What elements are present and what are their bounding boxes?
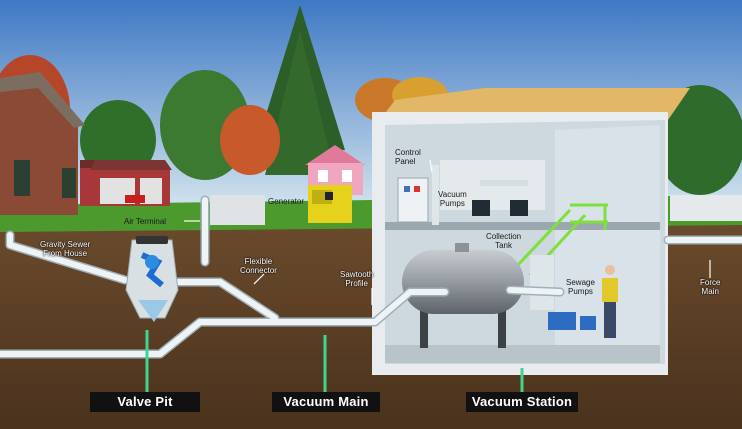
pipe-network: [0, 195, 742, 359]
gravity-sewer-label: Gravity Sewer From House: [40, 240, 90, 258]
gravity-sewer-line-2: From House: [43, 249, 88, 258]
house: [0, 72, 85, 215]
flexible-connector-label: Flexible Connector: [240, 257, 277, 275]
flexible-connector-line-2: Connector: [240, 266, 277, 275]
sawtooth-profile-label: Sawtooth Profile: [340, 270, 373, 288]
air-terminal-label: Air Terminal: [124, 217, 167, 226]
control-panel-label: Control Panel: [395, 148, 421, 166]
vacuum-main-caption: Vacuum Main: [272, 392, 380, 412]
collection-tank-line-2: Tank: [495, 241, 513, 250]
callout-lines: [145, 330, 524, 392]
force-main-line-1: Force: [700, 278, 721, 287]
vacuum-pumps-line-2: Pumps: [439, 199, 465, 208]
sawtooth-profile-line-1: Sawtooth: [340, 270, 374, 279]
vacuum-station-caption: Vacuum Station: [466, 392, 578, 412]
garage: [80, 160, 172, 206]
pink-shed: [305, 145, 365, 195]
force-main-line-2: Main: [701, 287, 719, 296]
generator: [308, 185, 352, 223]
valve-pit: [125, 236, 179, 322]
vacuum-pumps-line-1: Vacuum: [438, 190, 467, 199]
vacuum-station-building: [372, 88, 690, 375]
sewage-pumps-line-2: Pumps: [568, 287, 593, 296]
sawtooth-profile-line-2: Profile: [345, 279, 369, 288]
force-main-label: Force Main: [700, 278, 720, 296]
collection-tank-line-1: Collection: [486, 232, 522, 241]
leader-lines: [184, 159, 711, 305]
control-panel-line-1: Control: [395, 148, 421, 157]
fence: [210, 195, 742, 225]
sewage-pumps-label: Sewage Pumps: [566, 278, 595, 296]
collection-tank-label: Collection Tank: [486, 232, 521, 250]
generator-label: Generator: [268, 197, 305, 206]
valve-pit-caption: Valve Pit: [90, 392, 200, 412]
flexible-connector-line-1: Flexible: [244, 257, 273, 266]
vacuum-pumps-label: Vacuum Pumps: [438, 190, 467, 208]
control-panel-line-2: Panel: [395, 157, 416, 166]
gravity-sewer-line-1: Gravity Sewer: [40, 240, 91, 249]
sewage-pumps-line-1: Sewage: [566, 278, 595, 287]
